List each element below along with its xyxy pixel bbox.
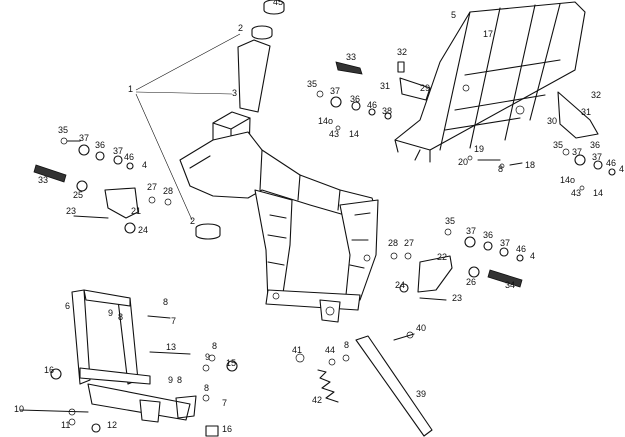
callout-c37f: 37 xyxy=(466,226,476,236)
callout-c3: 3 xyxy=(232,88,237,98)
callout-c35d: 35 xyxy=(445,216,455,226)
callout-c46d: 46 xyxy=(516,244,526,254)
callout-c45: 45 xyxy=(273,0,283,7)
callout-c1: 1 xyxy=(128,84,133,94)
callout-c41: 41 xyxy=(292,345,302,355)
callout-c43a: 43 xyxy=(329,129,339,139)
callout-c35c: 35 xyxy=(58,125,68,135)
callout-c36c: 36 xyxy=(95,140,105,150)
callout-c40: 40 xyxy=(416,323,426,333)
callout-c14a: 14 xyxy=(349,129,359,139)
main-frame xyxy=(179,111,379,323)
callout-c22: 22 xyxy=(437,252,447,262)
callout-c6: 6 xyxy=(65,301,70,311)
callout-c8e: 8 xyxy=(177,375,182,385)
left-footpeg-group xyxy=(33,137,172,234)
callout-c31a: 31 xyxy=(380,81,390,91)
rear-subframe xyxy=(394,1,586,163)
callout-c14oa: 14o xyxy=(318,116,333,126)
callout-c23a: 23 xyxy=(66,206,76,216)
callout-c37c: 37 xyxy=(592,152,602,162)
callout-c12: 12 xyxy=(107,420,117,430)
callout-c33b: 33 xyxy=(38,175,48,185)
center-stand xyxy=(19,289,238,437)
callout-c8f: 8 xyxy=(204,383,209,393)
callout-c26: 26 xyxy=(466,277,476,287)
callout-c35b: 35 xyxy=(553,140,563,150)
callout-c7b: 7 xyxy=(222,398,227,408)
callout-c4b: 4 xyxy=(142,160,147,170)
callout-c46b: 46 xyxy=(606,158,616,168)
upper-center-footpeg-group xyxy=(316,61,431,131)
callout-c5: 5 xyxy=(451,10,456,20)
callout-c8d: 8 xyxy=(212,341,217,351)
leaders-main xyxy=(135,33,241,221)
callout-c9c: 9 xyxy=(168,375,173,385)
callout-c8a: 8 xyxy=(498,164,503,174)
callout-c7a: 7 xyxy=(171,316,176,326)
callout-c36a: 36 xyxy=(350,94,360,104)
callout-c14ob: 14o xyxy=(560,175,575,185)
callout-c43b: 43 xyxy=(571,188,581,198)
callout-c13: 13 xyxy=(166,342,176,352)
callout-c28b: 28 xyxy=(388,238,398,248)
callout-c36d: 36 xyxy=(483,230,493,240)
callout-c21: 21 xyxy=(131,206,141,216)
callout-c16b: 16 xyxy=(222,424,232,434)
callout-c37b: 37 xyxy=(572,147,582,157)
callout-c37e: 37 xyxy=(113,146,123,156)
callout-c2b: 2 xyxy=(190,216,195,226)
callout-c2a: 2 xyxy=(238,23,243,33)
callout-c10: 10 xyxy=(14,404,24,414)
callout-c4a: 4 xyxy=(619,164,624,174)
callout-c37a: 37 xyxy=(330,86,340,96)
callout-c39: 39 xyxy=(416,389,426,399)
callout-c24a: 24 xyxy=(138,225,148,235)
callout-c38: 38 xyxy=(382,106,392,116)
callout-c23b: 23 xyxy=(452,293,462,303)
callout-c27a: 27 xyxy=(147,182,157,192)
callout-c46c: 46 xyxy=(124,152,134,162)
right-middle-footpeg-group xyxy=(390,228,524,301)
callout-c30: 30 xyxy=(547,116,557,126)
callout-c24b: 24 xyxy=(395,280,405,290)
callout-c8g: 8 xyxy=(344,340,349,350)
callout-c37d: 37 xyxy=(79,133,89,143)
callout-c9a: 9 xyxy=(108,308,113,318)
callout-c27b: 27 xyxy=(404,238,414,248)
callout-c29: 29 xyxy=(420,83,430,93)
callout-c14b: 14 xyxy=(593,188,603,198)
steering-parts xyxy=(195,0,285,240)
callout-c16a: 16 xyxy=(44,365,54,375)
callout-c9b: 9 xyxy=(205,352,210,362)
callout-c34: 34 xyxy=(505,280,515,290)
callout-c8c: 8 xyxy=(163,297,168,307)
callout-c35a: 35 xyxy=(307,79,317,89)
callout-c20: 20 xyxy=(458,157,468,167)
callout-c18: 18 xyxy=(525,160,535,170)
callout-c32a: 32 xyxy=(397,47,407,57)
callout-c46a: 46 xyxy=(367,100,377,110)
callout-c44: 44 xyxy=(325,345,335,355)
callout-c4c: 4 xyxy=(530,251,535,261)
callout-c19: 19 xyxy=(474,144,484,154)
callout-c31b: 31 xyxy=(581,107,591,117)
callout-c11: 11 xyxy=(61,420,70,430)
callout-c33a: 33 xyxy=(346,52,356,62)
side-stand xyxy=(295,331,433,437)
callout-c17: 17 xyxy=(483,29,493,39)
callout-c36b: 36 xyxy=(590,140,600,150)
callout-c8b: 8 xyxy=(118,312,123,322)
right-upper-footpeg-group xyxy=(467,91,616,191)
callout-c28a: 28 xyxy=(163,186,173,196)
callout-c42: 42 xyxy=(312,395,322,405)
callout-c32b: 32 xyxy=(591,90,601,100)
callout-c25: 25 xyxy=(73,190,83,200)
callout-c15: 15 xyxy=(226,358,236,368)
callout-c37g: 37 xyxy=(500,238,510,248)
